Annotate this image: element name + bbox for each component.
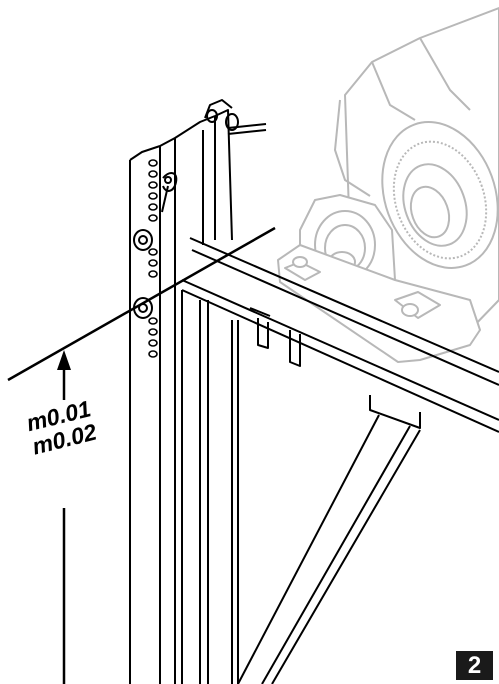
frame-beam — [181, 237, 499, 433]
ghost-motor-assembly — [277, 7, 499, 363]
figure-number-badge: 2 — [456, 651, 493, 680]
adjustable-leg — [129, 99, 267, 684]
arrow-up-icon — [57, 350, 71, 370]
hole-strip — [148, 159, 158, 358]
locking-bolts — [133, 172, 178, 319]
diagonal-brace — [237, 414, 421, 684]
reference-line — [7, 226, 276, 382]
vertical-post — [181, 290, 239, 684]
dimension-arrow — [57, 350, 71, 684]
